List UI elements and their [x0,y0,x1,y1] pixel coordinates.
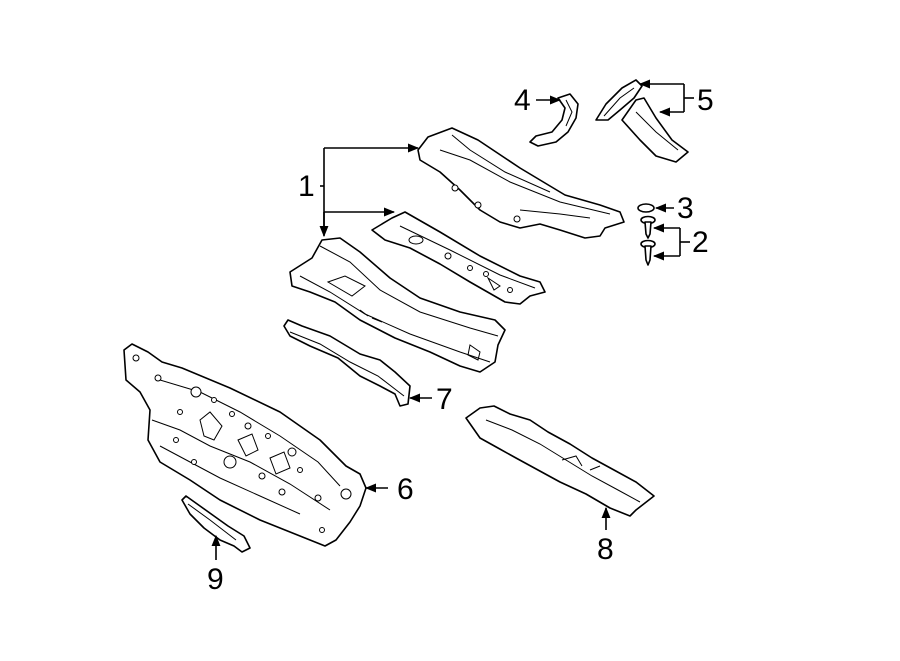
leader-lines [211,79,694,560]
insulator-part-7 [283,319,411,407]
callout-9: 9 [207,563,224,596]
callout-2: 2 [692,226,709,259]
callout-8: 8 [597,533,614,566]
callout-4: 4 [514,84,531,117]
lower-cowl-panel [289,237,506,373]
upper-cowl-panel [417,127,625,239]
insulator-pad-part-8 [465,405,655,517]
washer-part-3 [637,203,655,213]
bracket-part-9 [181,495,251,553]
dash-panel-part-6 [123,343,367,547]
extension-panels-part-5 [595,79,689,163]
callout-3: 3 [677,192,694,225]
cowl-reinforcement [371,211,546,305]
bracket-part-4 [529,93,579,147]
screws-part-2 [640,215,656,266]
callout-5: 5 [697,84,714,117]
callout-6: 6 [397,473,414,506]
callout-1: 1 [298,170,315,203]
callout-7: 7 [436,383,453,416]
